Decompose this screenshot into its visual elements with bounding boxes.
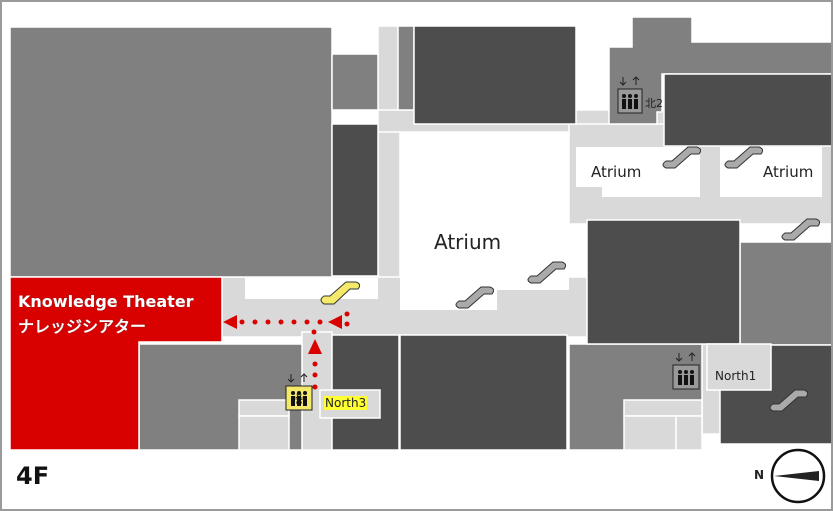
- compass-icon: [770, 448, 826, 504]
- store-block: [586, 219, 741, 345]
- elevator-icon-north1[interactable]: [672, 352, 700, 390]
- atrium-void: [400, 132, 569, 310]
- atrium-label: Atrium: [763, 163, 814, 181]
- elevator-label-north3: North3: [324, 396, 368, 410]
- route-arrow-left: [223, 315, 237, 329]
- escalator-icon: [662, 146, 702, 169]
- escalator-icon: [781, 218, 821, 241]
- room: [238, 399, 290, 417]
- knowledge-theater-label[interactable]: Knowledge Theater ナレッジシアター: [18, 289, 194, 339]
- elevator-label-north1: North1: [715, 369, 757, 383]
- escalator-icons: [320, 146, 821, 412]
- atrium-void: [576, 147, 700, 197]
- floor-label: 4F: [16, 462, 50, 490]
- label-box: [706, 343, 772, 391]
- route-path: [223, 311, 350, 390]
- knowledge-theater-name-en: Knowledge Theater: [18, 292, 194, 311]
- room: [623, 415, 677, 451]
- store-block: [608, 16, 831, 125]
- route-arrow-up: [308, 339, 322, 354]
- store-block: [9, 26, 333, 278]
- store-block: [739, 241, 831, 346]
- knowledge-theater-area[interactable]: [9, 276, 223, 451]
- elevator-icon-north2[interactable]: [617, 76, 643, 114]
- knowledge-theater-name-ja: ナレッジシアター: [18, 317, 147, 336]
- corridor: [377, 25, 401, 287]
- escalator-icon: [769, 389, 809, 412]
- store-block: [331, 53, 379, 111]
- route-arrow-left: [328, 315, 342, 329]
- store-block: [331, 123, 379, 277]
- escalator-icon: [527, 261, 567, 284]
- atrium-void: [720, 147, 822, 197]
- atrium-label: Atrium: [434, 230, 502, 254]
- escalator-icon: [455, 286, 495, 309]
- escalator-icon-highlighted: [320, 281, 361, 305]
- store-block: [397, 25, 415, 111]
- room: [623, 399, 703, 417]
- room: [675, 415, 703, 451]
- store-block: [413, 25, 577, 125]
- room: [238, 415, 290, 451]
- store-block: [399, 334, 568, 451]
- atrium-label: Atrium: [591, 163, 642, 181]
- store-block: [663, 73, 831, 147]
- compass-north-label: N: [754, 468, 765, 482]
- elevator-label-north2: 北2: [645, 97, 663, 110]
- route-dots: [239, 311, 350, 390]
- escalator-icon: [724, 146, 764, 169]
- elevator-icon-north3[interactable]: ꆜ: [285, 373, 313, 411]
